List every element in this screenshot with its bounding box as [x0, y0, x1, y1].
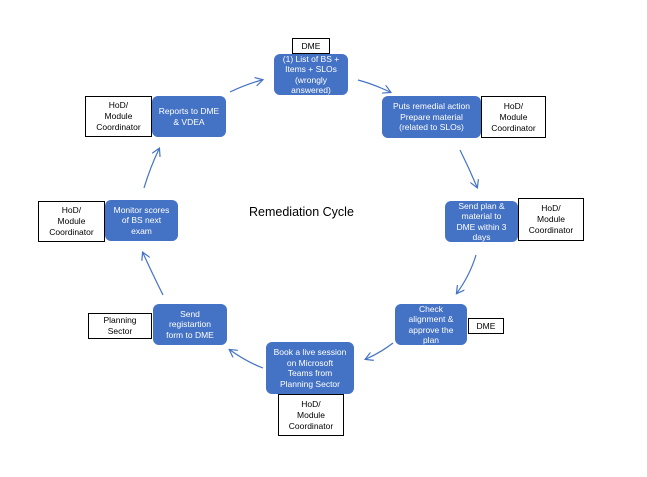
arrow-4-to-5 [366, 342, 394, 359]
arrow-7-to-8 [143, 149, 159, 189]
role-label-step-3: HoD/ Module Coordinator [518, 198, 584, 241]
arrow-8-to-1 [229, 80, 262, 93]
arrow-3-to-4 [457, 254, 477, 293]
role-label-step-6: Planning Sector [88, 313, 152, 339]
role-label-step-2: HoD/ Module Coordinator [481, 96, 546, 138]
role-label-step-7: HoD/ Module Coordinator [38, 201, 105, 242]
step-4-check-alignment: Check alignment & approve the plan [395, 304, 467, 345]
step-3-send-plan: Send plan & material to DME within 3 day… [445, 201, 518, 242]
role-label-step-4: DME [468, 318, 504, 334]
arrow-6-to-7 [143, 253, 164, 296]
arrow-1-to-2 [357, 79, 390, 92]
step-1-list-bs: (1) List of BS + Items + SLOs (wrongly a… [274, 54, 348, 95]
role-label-step-5: HoD/ Module Coordinator [278, 394, 344, 436]
role-label-step-8: HoD/ Module Coordinator [85, 96, 152, 137]
step-5-book-session: Book a live session on Microsoft Teams f… [266, 342, 354, 394]
diagram-title: Remediation Cycle [249, 205, 354, 219]
role-label-step-1: DME [292, 38, 330, 54]
arrow-2-to-3 [459, 149, 477, 187]
step-6-send-registration: Send registartion form to DME [153, 304, 227, 345]
step-2-remedial-action: Puts remedial action Prepare material (r… [382, 96, 481, 138]
step-7-monitor-scores: Monitor scores of BS next exam [105, 200, 178, 241]
step-8-reports: Reports to DME & VDEA [152, 96, 226, 137]
arrow-5-to-6 [230, 350, 264, 369]
